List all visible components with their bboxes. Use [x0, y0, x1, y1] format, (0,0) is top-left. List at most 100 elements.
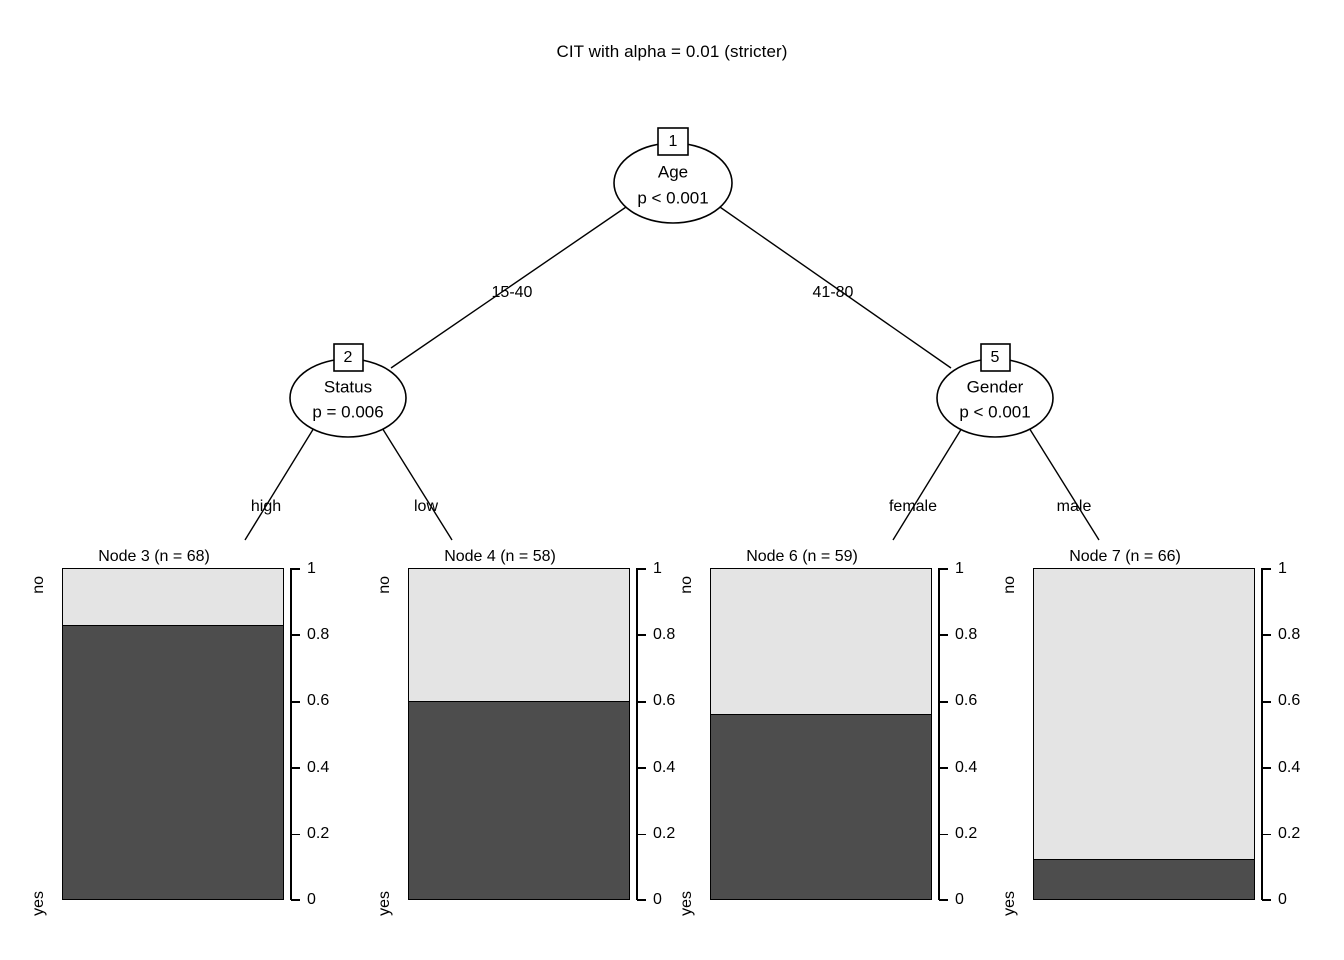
- terminal-panel-3-tick-02: [291, 833, 300, 836]
- terminal-panel-4-tick-1: [637, 568, 646, 570]
- terminal-panel-6-tick-0: [939, 899, 948, 901]
- edge-label-high: high: [251, 498, 281, 515]
- node-2-id-box: [333, 343, 364, 372]
- terminal-panel-4-ticklabel-1: 1: [653, 560, 662, 577]
- node-2-pvalue: p = 0.006: [312, 402, 383, 421]
- terminal-panel-6-body: no yes 1 0.8 0.6 0.4 0.2 0: [672, 560, 992, 920]
- terminal-panel-6-tick-02: [939, 833, 948, 836]
- terminal-panel-4: Node 4 (n = 58) no yes 1 0.8 0.6 0.4 0.2…: [370, 548, 690, 920]
- terminal-panel-4-ticklabel-08: 0.8: [653, 626, 676, 643]
- edge-1-to-5: [716, 204, 952, 369]
- terminal-panel-6-bar[interactable]: [710, 568, 932, 900]
- terminal-panel-4-yaxis: [636, 568, 638, 900]
- terminal-panel-7-bar-yes: [1034, 859, 1254, 899]
- terminal-panel-7: Node 7 (n = 66) no yes 1 0.8 0.6 0.4 0.2…: [995, 548, 1315, 920]
- node-2-variable: Status: [324, 377, 372, 396]
- edge-1-to-2: [390, 204, 630, 369]
- terminal-panel-7-body: no yes 1 0.8 0.6 0.4 0.2 0: [995, 560, 1315, 920]
- terminal-panel-7-yaxis: [1261, 568, 1263, 900]
- terminal-panel-3-ylabel-yes: yes: [30, 891, 47, 916]
- terminal-panel-7-tick-1: [1262, 568, 1271, 570]
- terminal-panel-7-tick-06: [1262, 700, 1271, 703]
- node-2-id-label: 2: [344, 349, 353, 366]
- terminal-panel-3-tick-04: [291, 767, 300, 769]
- terminal-panel-4-ticklabel-06: 0.6: [653, 692, 676, 709]
- terminal-panel-3-ticklabel-04: 0.4: [307, 759, 330, 776]
- terminal-panel-3-tick-1: [291, 568, 300, 570]
- terminal-panel-6-tick-04: [939, 767, 948, 769]
- terminal-panel-6-ticklabel-1: 1: [955, 560, 964, 577]
- terminal-panel-3-ylabel-no: no: [30, 576, 47, 594]
- node-1-pvalue: p < 0.001: [637, 188, 708, 207]
- terminal-panel-4-tick-08: [637, 634, 646, 637]
- terminal-panel-7-ticklabel-0: 0: [1278, 891, 1287, 908]
- terminal-panel-7-ticklabel-1: 1: [1278, 560, 1287, 577]
- edge-label-male: male: [1057, 498, 1092, 515]
- terminal-panel-7-ticklabel-02: 0.2: [1278, 825, 1301, 842]
- terminal-panel-4-ylabel-yes: yes: [376, 891, 393, 916]
- edge-5-to-7: [1025, 422, 1100, 541]
- terminal-panel-4-title: Node 4 (n = 58): [444, 548, 556, 565]
- terminal-panel-7-ylabel-no: no: [1001, 576, 1018, 594]
- terminal-panel-4-bar[interactable]: [408, 568, 630, 900]
- node-1-id-label: 1: [669, 133, 678, 150]
- terminal-panel-3-tick-08: [291, 634, 300, 637]
- terminal-panel-3-bar[interactable]: [62, 568, 284, 900]
- terminal-panel-6-ticklabel-02: 0.2: [955, 825, 978, 842]
- terminal-panel-3-ticklabel-02: 0.2: [307, 825, 330, 842]
- terminal-panel-4-body: no yes 1 0.8 0.6 0.4 0.2 0: [370, 560, 690, 920]
- terminal-panel-3-ticklabel-06: 0.6: [307, 692, 330, 709]
- edge-label-41-80: 41-80: [813, 284, 854, 301]
- node-1-variable: Age: [658, 162, 688, 181]
- edge-5-to-6: [892, 422, 966, 541]
- node-5-id-box: [980, 343, 1011, 372]
- terminal-panel-4-tick-0: [637, 899, 646, 901]
- page-title: CIT with alpha = 0.01 (stricter): [556, 42, 788, 61]
- terminal-panel-7-ticklabel-08: 0.8: [1278, 626, 1301, 643]
- terminal-panel-7-tick-02: [1262, 833, 1271, 836]
- node-1-id-box: [657, 127, 689, 156]
- terminal-panel-7-tick-08: [1262, 634, 1271, 637]
- node-5-id-label: 5: [991, 349, 1000, 366]
- edge-label-15-40: 15-40: [492, 284, 533, 301]
- terminal-panel-4-tick-06: [637, 700, 646, 703]
- terminal-panel-6-tick-08: [939, 634, 948, 637]
- terminal-panel-6-yaxis: [938, 568, 940, 900]
- node-5-variable: Gender: [967, 377, 1024, 396]
- terminal-panel-3-yaxis: [290, 568, 292, 900]
- terminal-panel-7-title: Node 7 (n = 66): [1069, 548, 1181, 565]
- edge-label-low: low: [414, 498, 438, 515]
- terminal-panel-7-ticklabel-06: 0.6: [1278, 692, 1301, 709]
- terminal-panel-6-bar-yes: [711, 714, 931, 899]
- terminal-panel-4-ylabel-no: no: [376, 576, 393, 594]
- terminal-panel-3: Node 3 (n = 68) no yes 1 0.8 0.6 0.4 0.2…: [24, 548, 344, 920]
- terminal-panel-6-ticklabel-04: 0.4: [955, 759, 978, 776]
- terminal-panel-3-bar-yes: [63, 625, 283, 899]
- node-5-pvalue: p < 0.001: [959, 402, 1030, 421]
- terminal-panel-4-ticklabel-0: 0: [653, 891, 662, 908]
- terminal-panel-6-ylabel-no: no: [678, 576, 695, 594]
- terminal-panel-3-tick-06: [291, 700, 300, 703]
- terminal-panel-6-tick-1: [939, 568, 948, 570]
- terminal-panel-6-ticklabel-0: 0: [955, 891, 964, 908]
- terminal-panel-6: Node 6 (n = 59) no yes 1 0.8 0.6 0.4 0.2…: [672, 548, 992, 920]
- terminal-panel-3-ticklabel-0: 0: [307, 891, 316, 908]
- terminal-panel-7-ticklabel-04: 0.4: [1278, 759, 1301, 776]
- terminal-panel-7-bar[interactable]: [1033, 568, 1255, 900]
- terminal-panel-7-ylabel-yes: yes: [1001, 891, 1018, 916]
- terminal-panel-4-tick-04: [637, 767, 646, 769]
- terminal-panel-6-ticklabel-08: 0.8: [955, 626, 978, 643]
- terminal-panel-7-tick-0: [1262, 899, 1271, 901]
- terminal-panel-4-tick-02: [637, 833, 646, 836]
- edge-2-to-3: [244, 422, 318, 541]
- terminal-panel-6-tick-06: [939, 700, 948, 703]
- terminal-panel-4-ticklabel-04: 0.4: [653, 759, 676, 776]
- terminal-panel-3-ticklabel-1: 1: [307, 560, 316, 577]
- terminal-panel-6-ticklabel-06: 0.6: [955, 692, 978, 709]
- edge-2-to-4: [378, 422, 453, 541]
- terminal-panel-3-ticklabel-08: 0.8: [307, 626, 330, 643]
- terminal-panel-4-bar-yes: [409, 701, 629, 899]
- terminal-panel-7-tick-04: [1262, 767, 1271, 769]
- terminal-panel-3-tick-0: [291, 899, 300, 901]
